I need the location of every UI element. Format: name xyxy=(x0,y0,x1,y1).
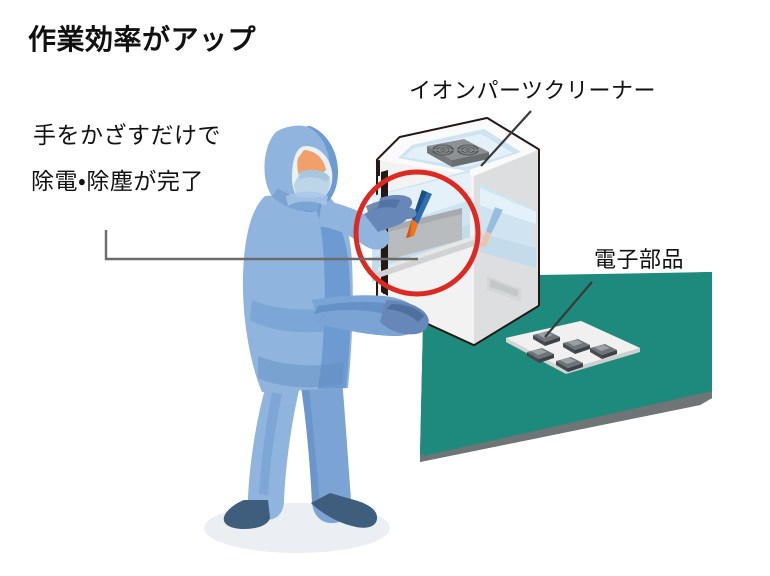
lead-caption-line-2: 除電・除塵が完了 xyxy=(31,168,204,194)
electronic-chip xyxy=(527,348,554,363)
gloved-hand-lower xyxy=(380,300,429,335)
electronic-chip xyxy=(590,344,617,359)
leader-line-left xyxy=(104,230,418,261)
electronic-chip xyxy=(563,339,590,354)
parts-callout-label: 電子部品 xyxy=(594,247,685,272)
page-title: 作業効率がアップ xyxy=(28,24,257,55)
top-fan-unit xyxy=(427,139,489,167)
leader-line-parts xyxy=(544,281,593,338)
lead-caption-line-1: 手をかざすだけで xyxy=(33,122,221,148)
cleanroom-worker xyxy=(223,125,429,529)
electronic-chip xyxy=(556,357,583,372)
tool-reflection xyxy=(480,207,503,247)
machine-callout-label: イオンパーツクリーナー xyxy=(409,78,657,103)
hand-highlight-circle xyxy=(353,169,481,297)
leader-line-machine xyxy=(480,110,532,167)
